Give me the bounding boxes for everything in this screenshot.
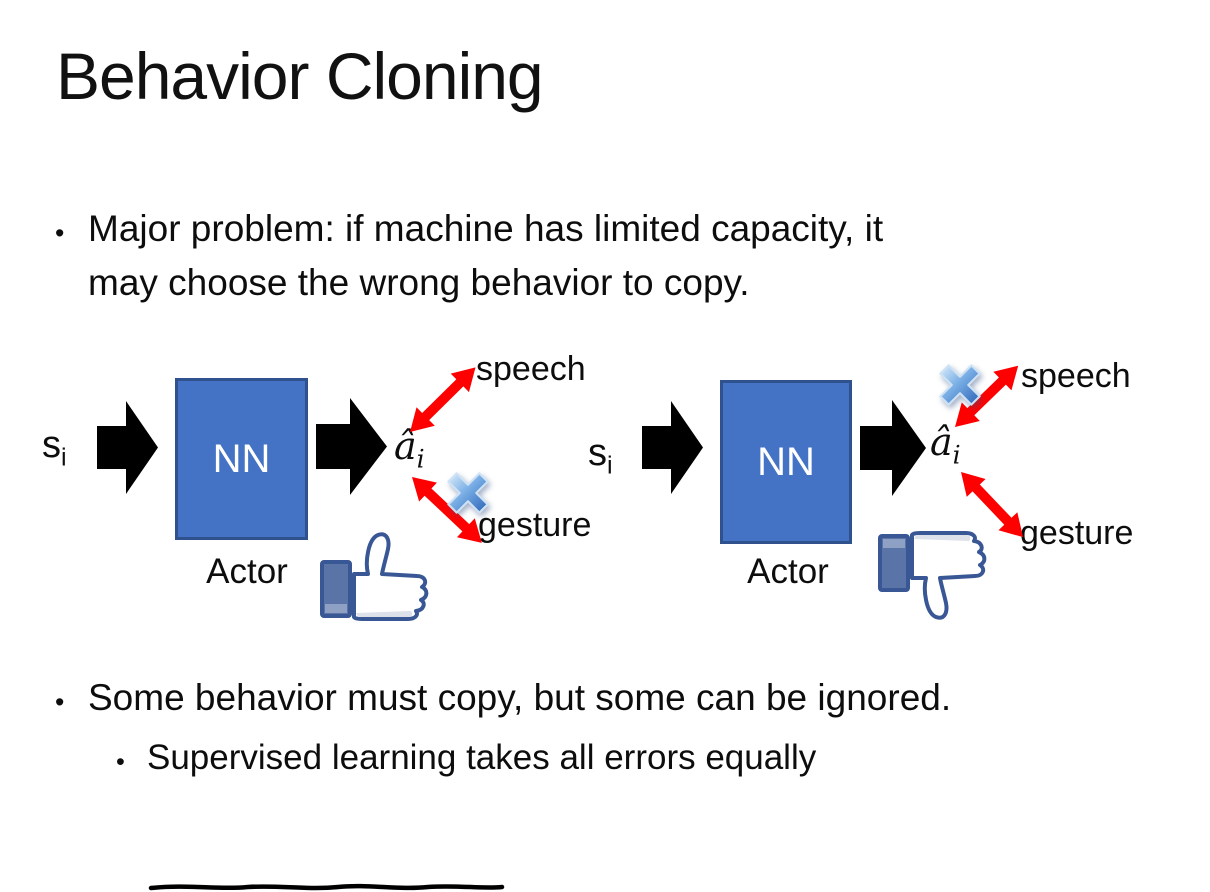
bullet-major-problem: • Major problem: if machine has limited … (55, 202, 883, 310)
actor-label: Actor (747, 552, 829, 591)
gesture-label: gesture (1020, 514, 1134, 552)
actor-label: Actor (206, 552, 288, 591)
nn-box: NN (720, 380, 852, 544)
cropped-stroke (148, 883, 505, 891)
bullet-major-problem-line2: may choose the wrong behavior to copy. (88, 262, 750, 303)
double-arrow-icon-gesture (412, 477, 482, 543)
input-state-label: si (42, 424, 67, 472)
bullet-supervised-text: Supervised learning takes all errors equ… (147, 738, 817, 777)
predicted-action-label: âi (930, 420, 961, 470)
speech-label: speech (1021, 357, 1131, 395)
bullet-dot: • (55, 218, 65, 248)
thumbs-up-icon (320, 532, 429, 621)
speech-label: speech (476, 350, 586, 388)
double-arrow-icon-gesture (961, 472, 1024, 538)
bullet-some-behavior: • Some behavior must copy, but some can … (55, 672, 951, 728)
nn-label: NN (757, 439, 815, 484)
gesture-label: gesture (478, 506, 592, 544)
bullet-major-problem-line1: Major problem: if machine has limited ca… (88, 208, 884, 249)
block-arrow-icon (860, 400, 926, 496)
nn-label: NN (212, 436, 271, 481)
double-arrow-icon-speech (955, 365, 1019, 427)
thumbs-down-icon (878, 531, 987, 620)
double-arrow-icon-speech (410, 367, 476, 432)
nn-box: NN (175, 378, 308, 540)
predicted-action-label: âi (394, 424, 425, 474)
bullet-dot: • (55, 687, 65, 717)
page-title: Behavior Cloning (56, 39, 544, 113)
block-arrow-icon (642, 401, 703, 494)
cross-icon (447, 472, 489, 514)
block-arrow-icon (316, 398, 387, 495)
block-arrow-icon (97, 401, 158, 494)
cross-icon (939, 364, 981, 406)
bullet-dot: • (116, 748, 125, 776)
input-state-label: si (588, 432, 613, 480)
bullet-some-behavior-text: Some behavior must copy, but some can be… (88, 677, 952, 718)
bullet-supervised: • Supervised learning takes all errors e… (116, 734, 816, 786)
